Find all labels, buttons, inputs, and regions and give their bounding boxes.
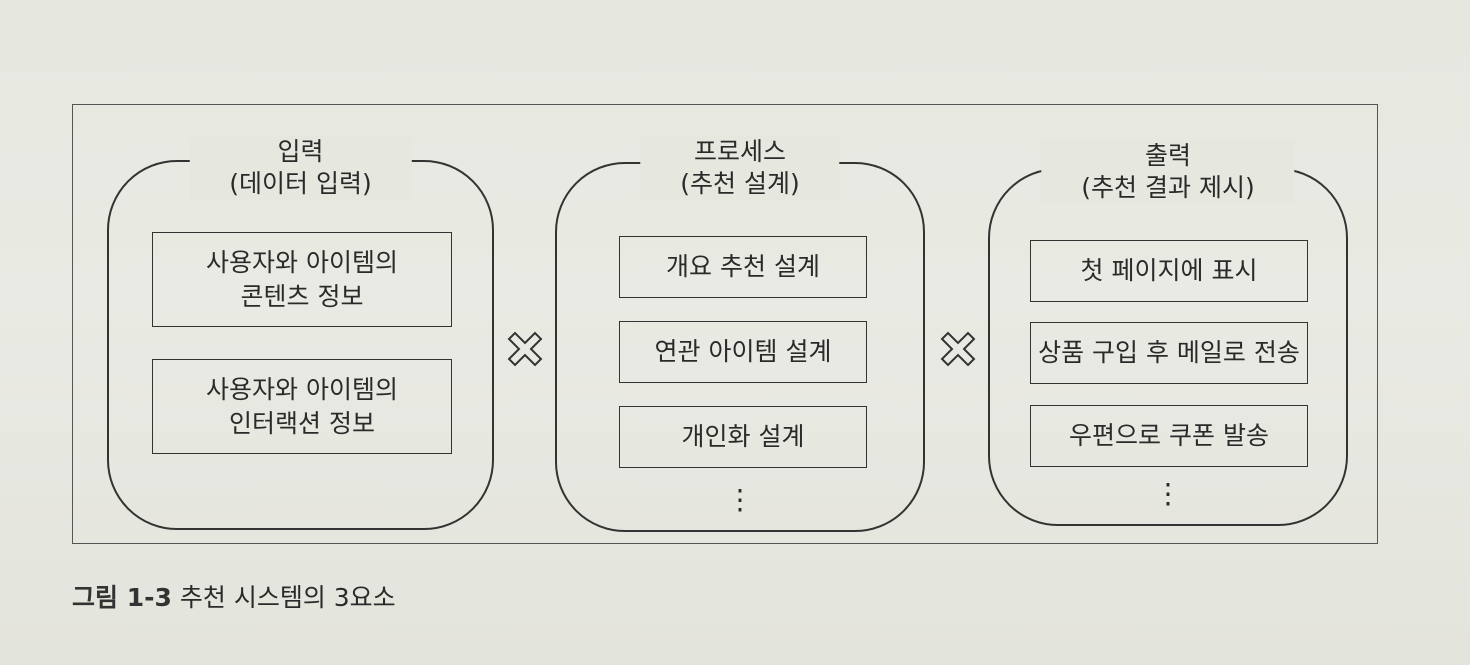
input-group: 입력 (데이터 입력) 사용자와 아이템의 콘텐츠 정보 사용자와 아이템의 인… [107, 136, 494, 530]
process-group-title: 프로세스 (추천 설계) [640, 136, 840, 200]
times-icon [940, 331, 976, 367]
output-item-email: 상품 구입 후 메일로 전송 [1030, 322, 1308, 384]
process-item-personalization: 개인화 설계 [619, 406, 867, 468]
process-group: 프로세스 (추천 설계) 개요 추천 설계 연관 아이템 설계 개인화 설계 ⋮ [555, 136, 925, 532]
output-group-title: 출력 (추천 결과 제시) [1041, 140, 1295, 204]
output-item-first-page: 첫 페이지에 표시 [1030, 240, 1308, 302]
output-group: 출력 (추천 결과 제시) 첫 페이지에 표시 상품 구입 후 메일로 전송 우… [988, 140, 1348, 526]
output-ellipsis: ⋮ [1154, 477, 1182, 510]
input-item-content-info: 사용자와 아이템의 콘텐츠 정보 [152, 232, 452, 327]
input-item-interaction-info: 사용자와 아이템의 인터랙션 정보 [152, 359, 452, 454]
figure-number: 그림 1-3 [72, 583, 172, 612]
diagram-frame [72, 104, 1378, 544]
process-item-overview: 개요 추천 설계 [619, 236, 867, 298]
figure-caption-text: 추천 시스템의 3요소 [179, 583, 396, 612]
process-ellipsis: ⋮ [726, 483, 754, 516]
input-group-title: 입력 (데이터 입력) [189, 136, 412, 200]
output-item-coupon: 우편으로 쿠폰 발송 [1030, 405, 1308, 467]
process-item-related: 연관 아이템 설계 [619, 321, 867, 383]
times-icon [507, 331, 543, 367]
